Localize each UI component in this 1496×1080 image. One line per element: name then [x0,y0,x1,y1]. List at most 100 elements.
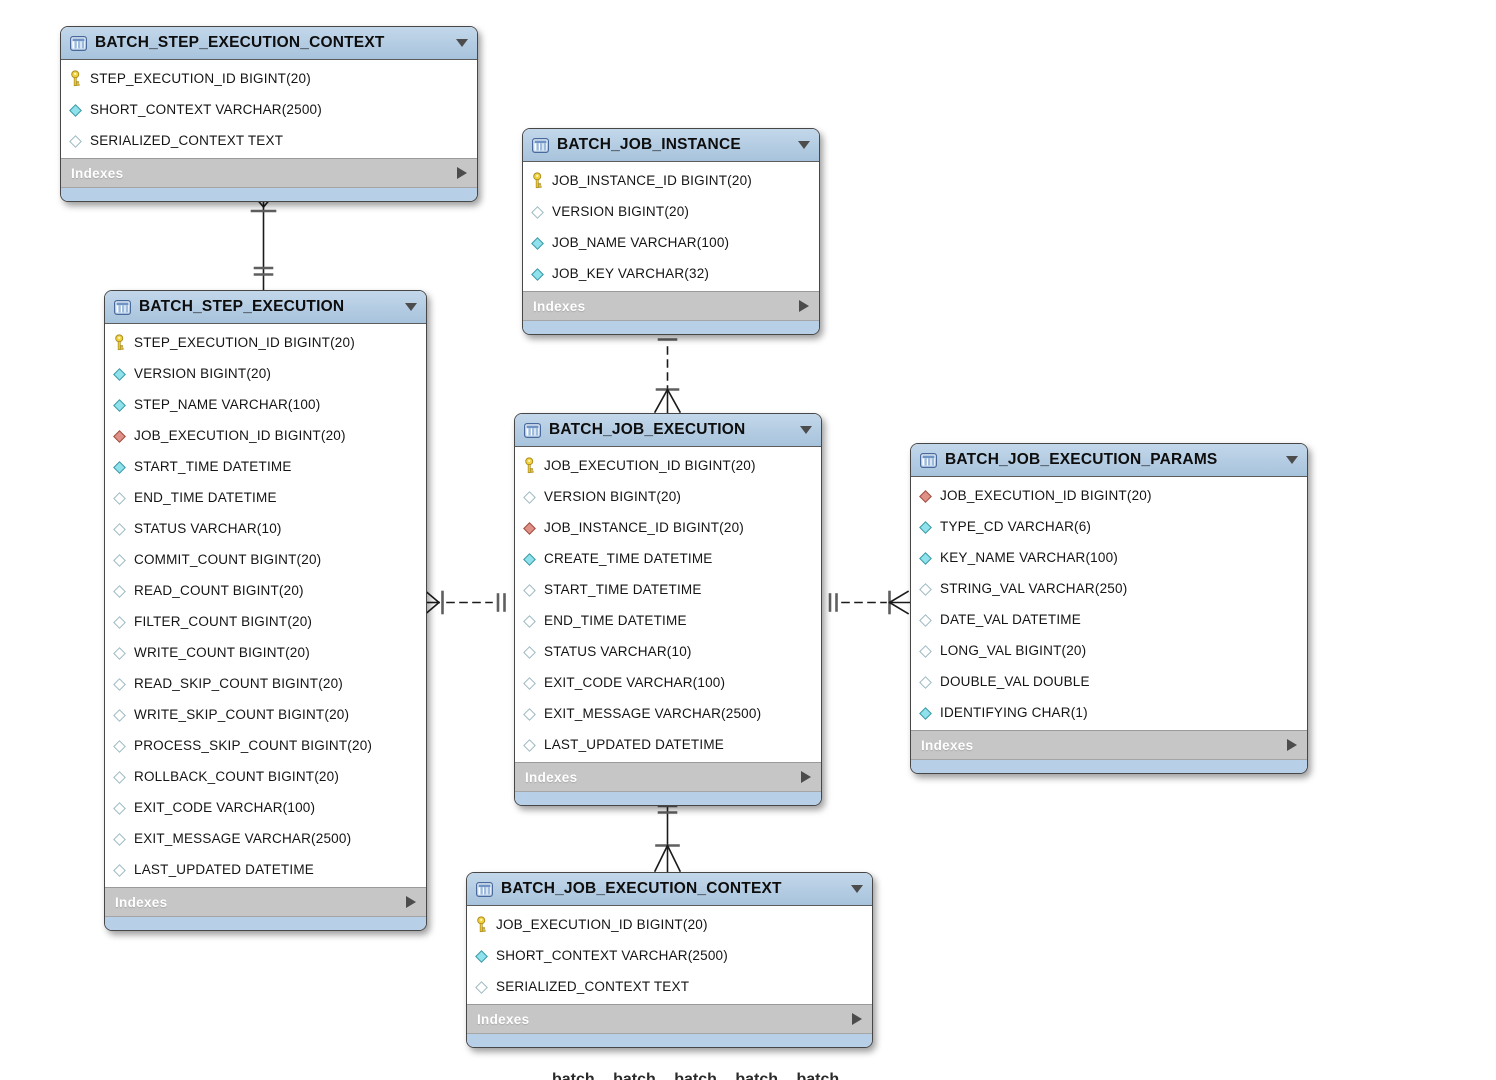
indexes-bar[interactable]: Indexes [105,887,426,916]
indexed-column-icon [112,365,126,382]
nullable-column-icon [112,644,126,661]
column-row[interactable]: DOUBLE_VAL DOUBLE [911,666,1307,697]
column-row[interactable]: JOB_INSTANCE_ID BIGINT(20) [515,512,821,543]
column-label: VERSION BIGINT(20) [544,489,682,504]
collapse-triangle-icon[interactable] [800,426,812,434]
column-row[interactable]: SERIALIZED_CONTEXT TEXT [61,125,477,156]
table-header[interactable]: BATCH_JOB_EXECUTION_PARAMS [911,444,1307,477]
column-label: READ_COUNT BIGINT(20) [134,583,304,598]
expand-arrow-icon[interactable] [799,300,809,312]
column-row[interactable]: JOB_EXECUTION_ID BIGINT(20) [911,480,1307,511]
column-row[interactable]: SHORT_CONTEXT VARCHAR(2500) [61,94,477,125]
expand-arrow-icon[interactable] [457,167,467,179]
column-row[interactable]: EXIT_CODE VARCHAR(100) [105,792,426,823]
column-row[interactable]: FILTER_COUNT BIGINT(20) [105,606,426,637]
column-row[interactable]: LAST_UPDATED DATETIME [105,854,426,885]
nullable-column-icon [112,675,126,692]
column-row[interactable]: START_TIME DATETIME [515,574,821,605]
column-row[interactable]: EXIT_MESSAGE VARCHAR(2500) [515,698,821,729]
indexes-bar[interactable]: Indexes [523,291,819,320]
table-header[interactable]: BATCH_STEP_EXECUTION [105,291,426,324]
indexes-bar[interactable]: Indexes [61,158,477,187]
column-row[interactable]: STEP_EXECUTION_ID BIGINT(20) [61,63,477,94]
expand-arrow-icon[interactable] [801,771,811,783]
column-row[interactable]: JOB_INSTANCE_ID BIGINT(20) [523,165,819,196]
column-row[interactable]: JOB_EXECUTION_ID BIGINT(20) [515,450,821,481]
collapse-triangle-icon[interactable] [798,141,810,149]
column-row[interactable]: END_TIME DATETIME [515,605,821,636]
table-bottom-strip [467,1033,872,1047]
nullable-column-icon [112,861,126,878]
column-row[interactable]: PROCESS_SKIP_COUNT BIGINT(20) [105,730,426,761]
table-header[interactable]: BATCH_JOB_INSTANCE [523,129,819,162]
column-row[interactable]: JOB_KEY VARCHAR(32) [523,258,819,289]
column-row[interactable]: END_TIME DATETIME [105,482,426,513]
column-label: ROLLBACK_COUNT BIGINT(20) [134,769,340,784]
connector-jobctx-jobexec [653,795,682,873]
column-row[interactable]: SERIALIZED_CONTEXT TEXT [467,971,872,1002]
table-header[interactable]: BATCH_JOB_EXECUTION_CONTEXT [467,873,872,906]
nullable-column-icon [112,799,126,816]
collapse-triangle-icon[interactable] [456,39,468,47]
expand-arrow-icon[interactable] [852,1013,862,1025]
column-label: DATE_VAL DATETIME [940,612,1081,627]
column-row[interactable]: VERSION BIGINT(20) [523,196,819,227]
column-row[interactable]: JOB_EXECUTION_ID BIGINT(20) [467,909,872,940]
nullable-column-icon [112,706,126,723]
column-row[interactable]: VERSION BIGINT(20) [515,481,821,512]
collapse-triangle-icon[interactable] [405,303,417,311]
primary-key-icon [530,172,544,189]
expand-arrow-icon[interactable] [406,896,416,908]
column-row[interactable]: KEY_NAME VARCHAR(100) [911,542,1307,573]
column-row[interactable]: JOB_EXECUTION_ID BIGINT(20) [105,420,426,451]
column-row[interactable]: STATUS VARCHAR(10) [515,636,821,667]
column-row[interactable]: COMMIT_COUNT BIGINT(20) [105,544,426,575]
indexed-column-icon [68,101,82,118]
column-row[interactable]: EXIT_MESSAGE VARCHAR(2500) [105,823,426,854]
column-row[interactable]: READ_SKIP_COUNT BIGINT(20) [105,668,426,699]
column-row[interactable]: VERSION BIGINT(20) [105,358,426,389]
table-header[interactable]: BATCH_JOB_EXECUTION [515,414,821,447]
column-row[interactable]: JOB_NAME VARCHAR(100) [523,227,819,258]
column-row[interactable]: STEP_NAME VARCHAR(100) [105,389,426,420]
column-row[interactable]: DATE_VAL DATETIME [911,604,1307,635]
table-batch-step-execution-context[interactable]: BATCH_STEP_EXECUTION_CONTEXT STEP_EXECUT… [60,26,478,202]
table-title: BATCH_JOB_EXECUTION [549,421,746,438]
table-batch-job-execution[interactable]: BATCH_JOB_EXECUTION JOB_EXECUTION_ID BIG… [514,413,822,806]
indexes-bar[interactable]: Indexes [911,730,1307,759]
column-row[interactable]: WRITE_SKIP_COUNT BIGINT(20) [105,699,426,730]
column-row[interactable]: CREATE_TIME DATETIME [515,543,821,574]
column-label: STEP_EXECUTION_ID BIGINT(20) [90,71,311,86]
collapse-triangle-icon[interactable] [1286,456,1298,464]
column-row[interactable]: STRING_VAL VARCHAR(250) [911,573,1307,604]
column-row[interactable]: STATUS VARCHAR(10) [105,513,426,544]
table-batch-job-instance[interactable]: BATCH_JOB_INSTANCE JOB_INSTANCE_ID BIGIN… [522,128,820,335]
column-label: JOB_EXECUTION_ID BIGINT(20) [134,428,346,443]
column-row[interactable]: LONG_VAL BIGINT(20) [911,635,1307,666]
collapse-triangle-icon[interactable] [851,885,863,893]
column-row[interactable]: IDENTIFYING CHAR(1) [911,697,1307,728]
column-row[interactable]: START_TIME DATETIME [105,451,426,482]
indexes-bar[interactable]: Indexes [467,1004,872,1033]
column-row[interactable]: WRITE_COUNT BIGINT(20) [105,637,426,668]
column-row[interactable]: LAST_UPDATED DATETIME [515,729,821,760]
nullable-column-icon [522,612,536,629]
table-batch-step-execution[interactable]: BATCH_STEP_EXECUTION STEP_EXECUTION_ID B… [104,290,427,931]
column-row[interactable]: ROLLBACK_COUNT BIGINT(20) [105,761,426,792]
column-label: JOB_EXECUTION_ID BIGINT(20) [940,488,1152,503]
column-row[interactable]: STEP_EXECUTION_ID BIGINT(20) [105,327,426,358]
indexed-column-icon [474,947,488,964]
indexes-bar[interactable]: Indexes [515,762,821,791]
table-batch-job-execution-context[interactable]: BATCH_JOB_EXECUTION_CONTEXT JOB_EXECUTIO… [466,872,873,1048]
table-icon [114,300,131,315]
column-label: START_TIME DATETIME [544,582,702,597]
column-row[interactable]: SHORT_CONTEXT VARCHAR(2500) [467,940,872,971]
expand-arrow-icon[interactable] [1287,739,1297,751]
table-header[interactable]: BATCH_STEP_EXECUTION_CONTEXT [61,27,477,60]
table-batch-job-execution-params[interactable]: BATCH_JOB_EXECUTION_PARAMS JOB_EXECUTION… [910,443,1308,774]
column-row[interactable]: READ_COUNT BIGINT(20) [105,575,426,606]
indexes-label: Indexes [533,298,586,314]
column-row[interactable]: EXIT_CODE VARCHAR(100) [515,667,821,698]
column-label: VERSION BIGINT(20) [552,204,690,219]
column-row[interactable]: TYPE_CD VARCHAR(6) [911,511,1307,542]
